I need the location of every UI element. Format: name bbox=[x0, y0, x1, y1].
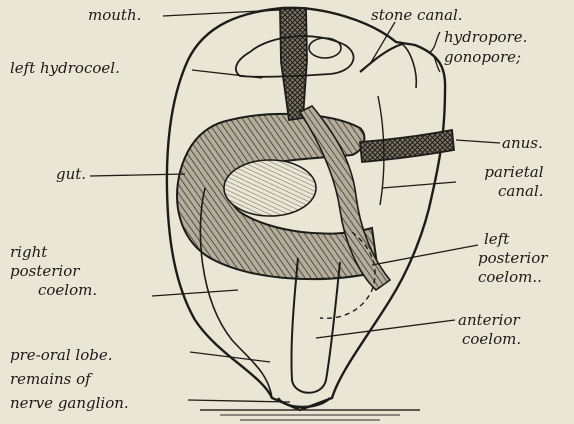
hydropore-duct bbox=[402, 44, 416, 88]
label-left-hydrocoel: left hydrocoel. bbox=[10, 59, 120, 78]
label-pre-oral-line-3: nerve ganglion. bbox=[10, 391, 129, 415]
leader-left-hydrocoel bbox=[192, 70, 262, 78]
label-pre-oral-lobe: pre-oral lobe. remains of nerve ganglion… bbox=[10, 343, 129, 415]
label-right-posterior-coelom: right posterior coelom. bbox=[10, 243, 97, 300]
leader-pre-oral bbox=[190, 352, 270, 362]
label-left-posterior-line-3: coelom.. bbox=[478, 268, 547, 287]
leader-parietal bbox=[382, 182, 456, 188]
label-right-posterior-line-2: posterior bbox=[10, 262, 97, 281]
leader-anterior bbox=[316, 320, 455, 338]
leader-gut bbox=[90, 174, 185, 176]
label-pre-oral-line-1: pre-oral lobe. bbox=[10, 343, 129, 367]
gut-lumen bbox=[224, 160, 316, 216]
label-hydropore: hydropore. bbox=[444, 28, 527, 47]
label-parietal-canal: parietal canal. bbox=[470, 163, 544, 201]
label-pre-oral-line-2: remains of bbox=[10, 367, 129, 391]
oesophagus bbox=[280, 8, 307, 120]
label-parietal-line-2: canal. bbox=[470, 182, 544, 201]
label-left-posterior-line-2: posterior bbox=[478, 249, 547, 268]
leader-anus bbox=[456, 140, 500, 143]
leader-hydropore-brace bbox=[430, 32, 440, 72]
label-stone-canal: stone canal. bbox=[371, 6, 463, 25]
label-left-posterior-coelom: left posterior coelom.. bbox=[478, 230, 547, 287]
leader-mouth bbox=[163, 10, 280, 16]
label-left-posterior-line-1: left bbox=[478, 230, 547, 249]
label-right-posterior-line-3: coelom. bbox=[10, 281, 97, 300]
label-gonopore: gonopore; bbox=[444, 48, 521, 67]
label-right-posterior-line-1: right bbox=[10, 243, 97, 262]
label-anterior-coelom: anterior coelom. bbox=[458, 311, 521, 349]
leader-left-posterior bbox=[372, 245, 478, 265]
hydrocoel-vesicle bbox=[309, 38, 341, 58]
label-gut: gut. bbox=[56, 165, 86, 184]
leader-right-posterior bbox=[152, 290, 238, 296]
label-anterior-line-1: anterior bbox=[458, 311, 521, 330]
stone-canal bbox=[360, 44, 402, 72]
label-anus: anus. bbox=[502, 134, 543, 153]
label-anterior-line-2: coelom. bbox=[458, 330, 521, 349]
label-parietal-line-1: parietal bbox=[470, 163, 544, 182]
label-mouth: mouth. bbox=[88, 6, 141, 25]
